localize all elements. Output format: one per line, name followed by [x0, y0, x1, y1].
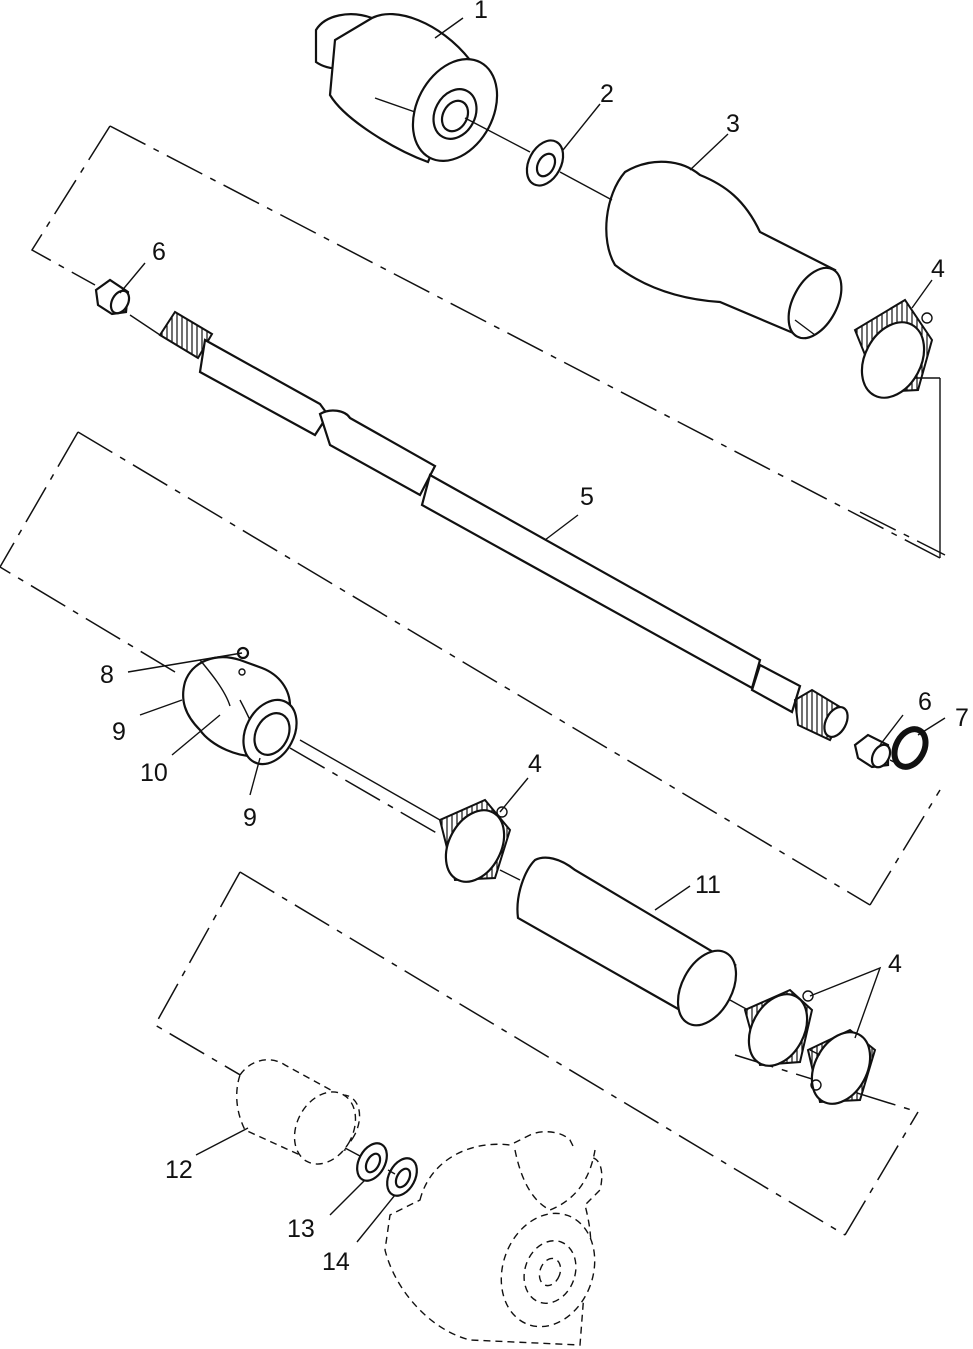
callout-8: 8	[100, 661, 114, 689]
part-4-clamp-lower-b	[806, 1028, 877, 1105]
part-6-cap-right	[853, 733, 892, 769]
callout-10: 10	[140, 759, 168, 787]
part-2-washer	[525, 139, 565, 187]
part-4-clamp-middle	[438, 798, 512, 883]
leader-lines	[119, 17, 946, 1243]
part-4-clamp-upper	[853, 298, 934, 399]
callout-9-bottom: 9	[243, 804, 257, 832]
callout-14: 14	[322, 1248, 350, 1276]
callout-7: 7	[955, 704, 969, 732]
callout-2: 2	[600, 80, 614, 108]
assembly-outline-middle	[0, 431, 941, 906]
callout-4-middle: 4	[528, 750, 542, 778]
part-3-boot	[605, 160, 843, 340]
part-5-drive-shaft	[129, 310, 849, 742]
callout-4-upper: 4	[931, 255, 945, 283]
callout-5: 5	[580, 483, 594, 511]
part-13-washer	[356, 1142, 388, 1182]
part-12-housing-ghost	[236, 1059, 361, 1165]
callout-13: 13	[287, 1215, 315, 1243]
part-8-set-screw	[236, 646, 250, 676]
callout-6-left: 6	[152, 238, 166, 266]
part-1-housing	[314, 13, 499, 164]
part-11-tube	[516, 856, 738, 1027]
callout-1: 1	[474, 0, 488, 24]
part-6-cap-left	[94, 278, 131, 316]
part-4-clamp-lower-a	[743, 988, 814, 1067]
callout-6-right: 6	[918, 688, 932, 716]
callout-3: 3	[726, 110, 740, 138]
pump-housing-ghost	[384, 1131, 603, 1346]
callout-4-lower: 4	[888, 950, 902, 978]
part-7-o-ring	[891, 726, 929, 770]
part-10-coupler	[182, 656, 298, 766]
assembly-outline-upper	[30, 125, 946, 559]
callout-12: 12	[165, 1156, 193, 1184]
callout-labels: 1 2 3 4 5 6 6 7 8 9 10 9 4 11 4 12 13 14	[100, 0, 969, 1276]
center-lines	[299, 117, 899, 1175]
callout-9-left: 9	[112, 718, 126, 746]
callout-11: 11	[695, 871, 721, 899]
